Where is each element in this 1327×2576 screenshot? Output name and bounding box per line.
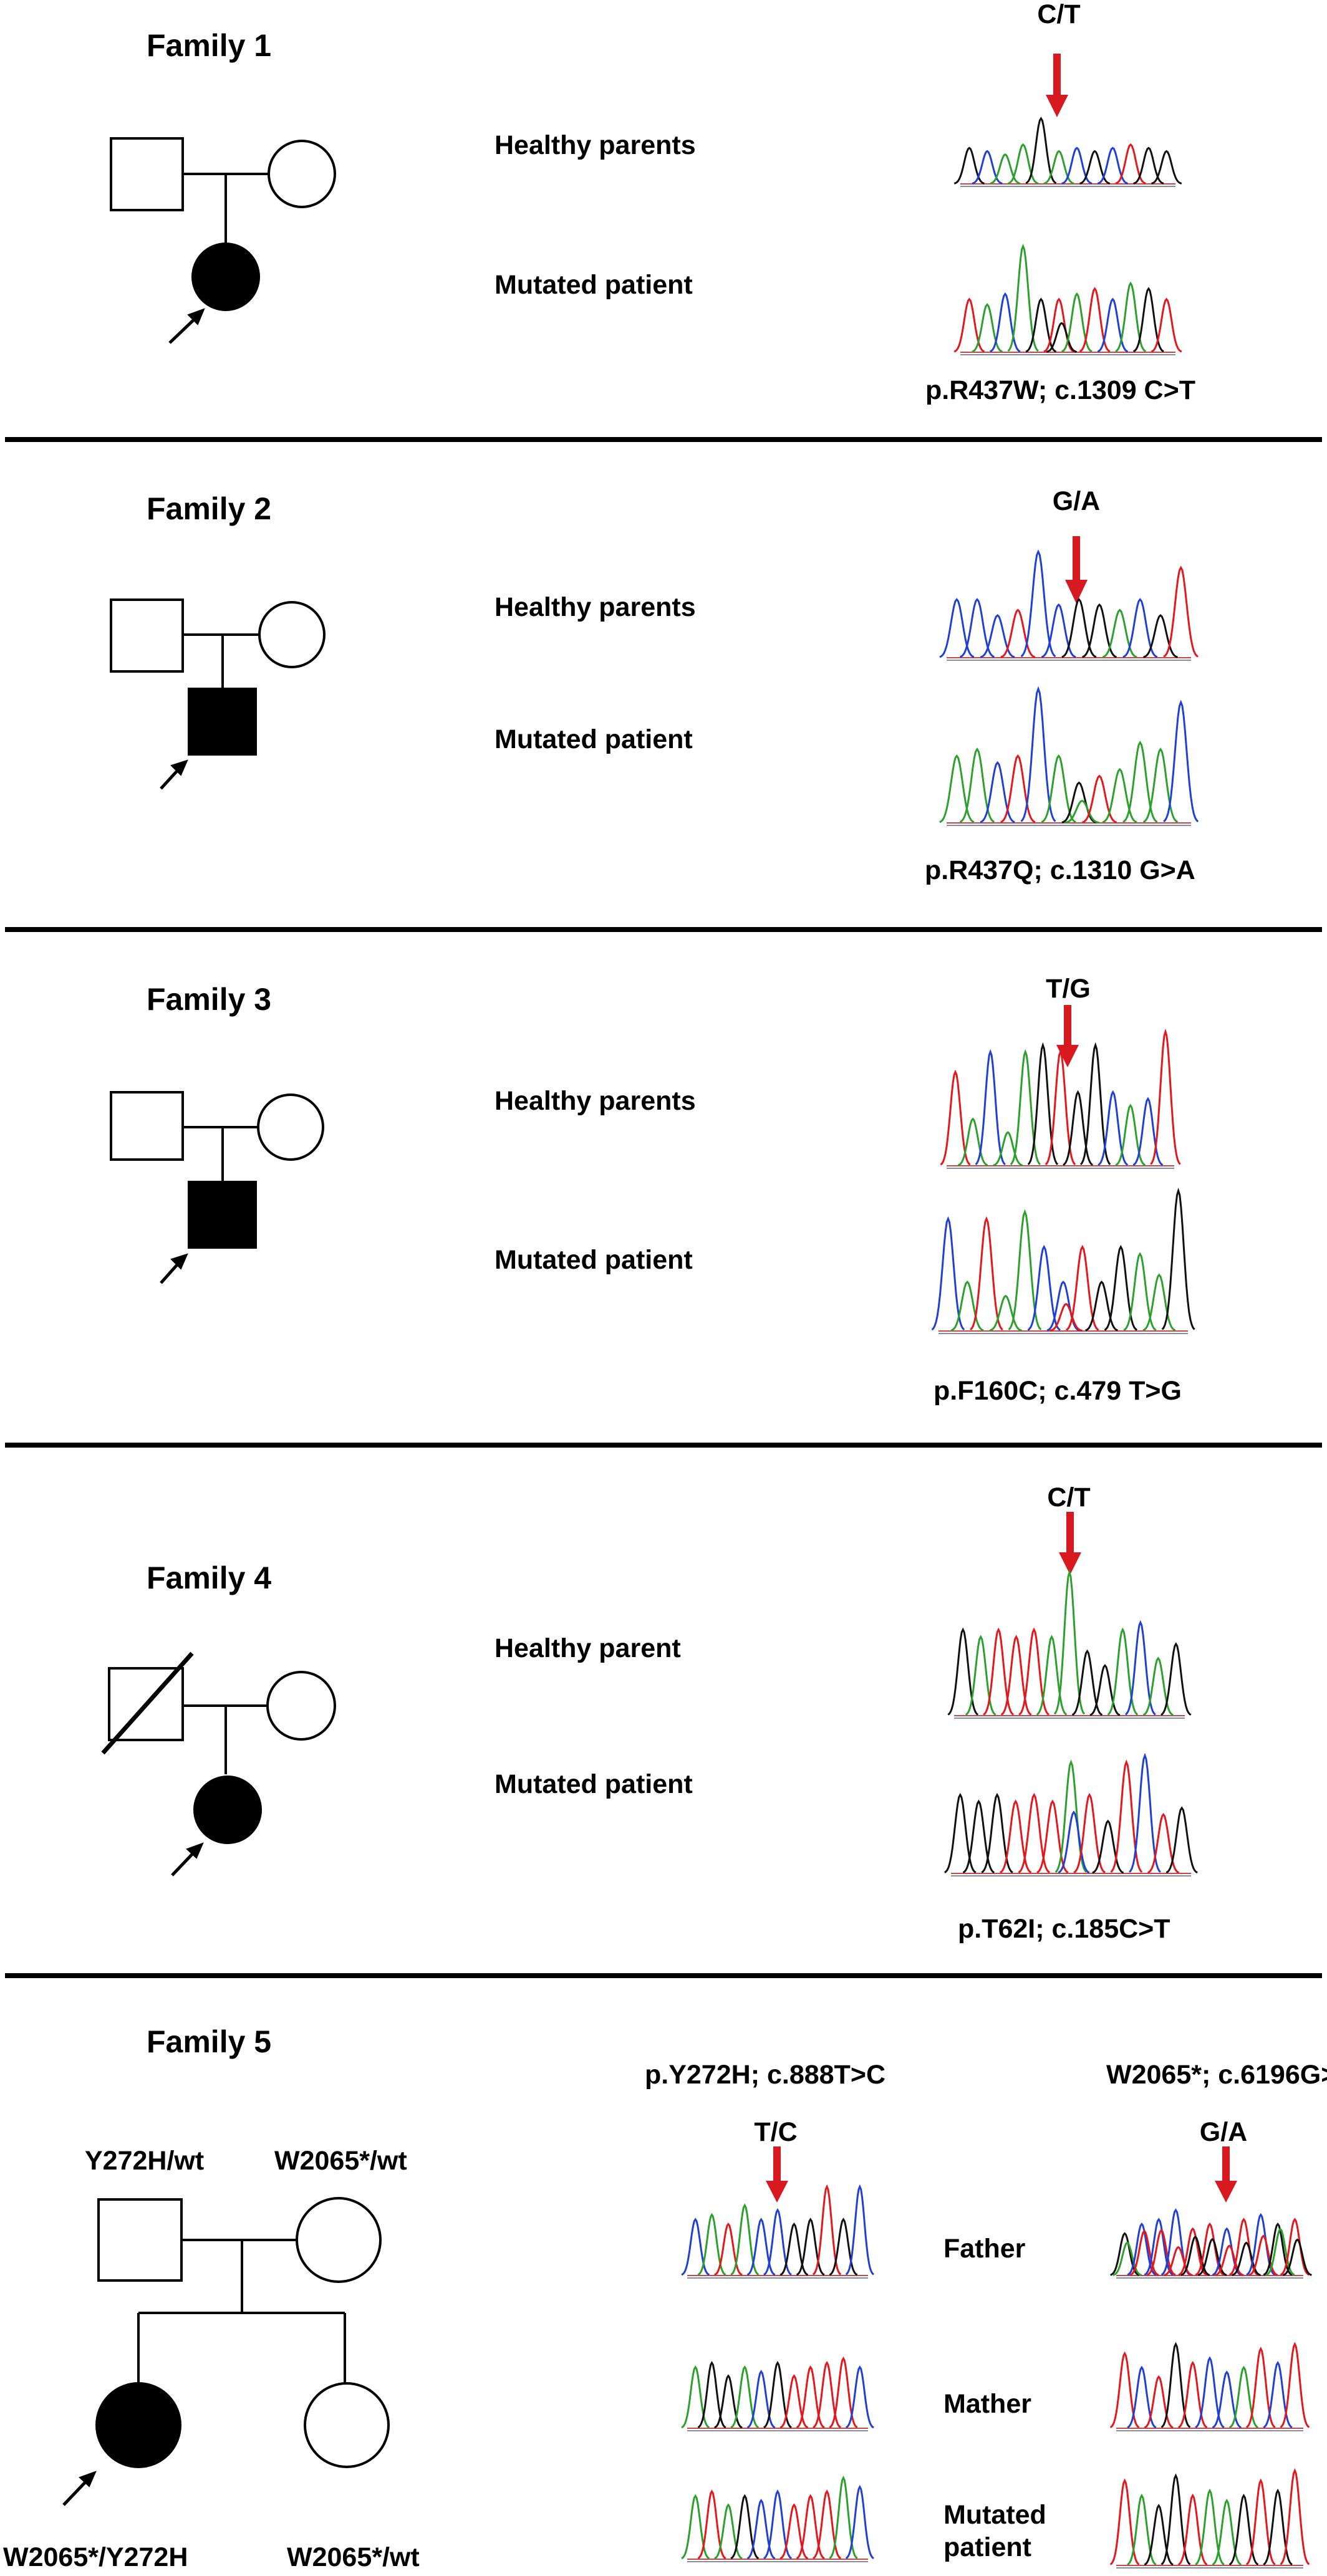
family-4-arrow (1059, 1512, 1081, 1575)
family-2-mutation: p.R437Q; c.1310 G>A (925, 855, 1195, 885)
family-5-allele-right: G/A (1200, 2117, 1247, 2147)
family-1-chromatogram-patient (953, 243, 1182, 355)
family-2-chromatogram-parents (939, 549, 1199, 661)
family-2-pedigree (110, 598, 326, 790)
family-5-chromatogram-father-left (681, 2184, 874, 2279)
proband-arrowhead (187, 308, 205, 325)
family-1-title: Family 1 (147, 28, 271, 63)
affected-female-symbol (193, 1776, 262, 1844)
family-1-mutation: p.R437W; c.1309 C>T (925, 375, 1195, 405)
sibling-symbol (304, 2382, 390, 2468)
family-4-allele: C/T (1047, 1483, 1090, 1512)
family-5-allele-left: T/C (754, 2117, 797, 2147)
family-4-title: Family 4 (147, 1560, 271, 1595)
mother-symbol (257, 1093, 324, 1161)
family-2-chromatogram-patient (939, 686, 1199, 826)
genotype-sibling: W2065*/wt (287, 2542, 420, 2572)
row-label-mutated: Mutated (943, 2500, 1046, 2530)
mother-symbol (296, 2197, 382, 2283)
row-label-patient: patient (943, 2532, 1031, 2562)
mother-symbol (258, 601, 326, 668)
family-3-mutation: p.F160C; c.479 T>G (934, 1376, 1182, 1406)
row-label-mother: Mather (943, 2389, 1031, 2419)
family-1-allele: C/T (1037, 0, 1080, 29)
family-4-label-patient: Mutated patient (495, 1769, 693, 1799)
mother-symbol (266, 1671, 336, 1741)
family-1-label-patient: Mutated patient (495, 270, 693, 300)
family-2-arrow (1065, 536, 1088, 603)
affected-male-symbol (188, 688, 257, 756)
family-2-title: Family 2 (147, 491, 271, 526)
divider-2 (5, 927, 1322, 932)
family-5-chromatogram-mother-right (1109, 2342, 1310, 2431)
family-5-panel: Family 5 Y272H/wt W2065*/wt W2065*/Y272H… (3, 2024, 1327, 2572)
deceased-slash (101, 1651, 194, 1755)
genotype-mother: W2065*/wt (274, 2146, 407, 2176)
father-symbol (110, 137, 184, 211)
family-3-chromatogram-parents (940, 1028, 1181, 1169)
family-2-label-patient: Mutated patient (495, 724, 693, 754)
family-5-pedigree (62, 2197, 390, 2506)
father-symbol (110, 1091, 184, 1161)
family-5-chromatogram-patient-left (681, 2475, 874, 2562)
family-4-pedigree (101, 1651, 336, 1877)
affected-male-symbol (188, 1181, 257, 1249)
divider-3 (5, 1443, 1322, 1448)
family-3-allele: T/G (1046, 974, 1091, 1004)
family-1-label-parents: Healthy parents (495, 130, 696, 160)
family-3-pedigree (110, 1091, 324, 1284)
genotype-proband: W2065*/Y272H (3, 2542, 188, 2572)
family-4-mutation: p.T62I; c.185C>T (958, 1914, 1170, 1944)
family-5-chromatogram-patient-right (1109, 2468, 1310, 2569)
family-4-label-parent: Healthy parent (495, 1633, 681, 1663)
family-3-label-patient: Mutated patient (495, 1245, 693, 1275)
affected-female-symbol (191, 243, 260, 311)
family-3-label-parents: Healthy parents (495, 1086, 696, 1116)
genotype-father: Y272H/wt (85, 2146, 204, 2176)
family-1-pedigree (110, 137, 336, 344)
family-1-arrow (1046, 54, 1068, 117)
family-2-label-parents: Healthy parents (495, 592, 696, 622)
father-symbol (97, 2198, 183, 2282)
row-label-father: Father (943, 2234, 1026, 2264)
family-1-panel: Family 1 Healthy parents Mutated patient… (110, 0, 1195, 405)
mother-symbol (268, 140, 336, 208)
family-5-arrow-left (766, 2146, 788, 2203)
family-2-panel: Family 2 Healthy parents Mutated patient… (110, 486, 1199, 885)
family-3-chromatogram-patient (931, 1187, 1195, 1334)
family-1-chromatogram-parents (953, 117, 1182, 187)
family-3-title: Family 3 (147, 982, 271, 1017)
family-4-chromatogram-parent (947, 1569, 1192, 1719)
family-5-chromatogram-father-right (1110, 2208, 1312, 2279)
dividers (5, 437, 1322, 1978)
family-3-panel: Family 3 Healthy parents Mutated patient… (110, 974, 1195, 1406)
family-4-chromatogram-patient (944, 1752, 1198, 1877)
proband-arrowhead (170, 759, 188, 776)
divider-1 (5, 437, 1322, 442)
family-5-title: Family 5 (147, 2024, 271, 2059)
family-2-allele: G/A (1053, 486, 1100, 516)
proband-arrowhead (170, 1253, 188, 1270)
proband-arrowhead (79, 2471, 97, 2487)
affected-female-symbol (95, 2382, 181, 2468)
family-5-mutation-left: p.Y272H; c.888T>C (645, 2060, 885, 2090)
family-4-panel: Family 4 Healthy parent Mutated patient … (101, 1483, 1198, 1944)
family-5-arrow-right (1215, 2146, 1237, 2203)
father-symbol (110, 598, 184, 673)
proband-arrowhead (186, 1842, 204, 1859)
divider-4 (5, 1973, 1322, 1978)
family-5-chromatogram-mother-left (681, 2356, 874, 2431)
family-3-arrow (1056, 1005, 1079, 1067)
family-5-mutation-right: W2065*; c.6196G>A (1106, 2060, 1327, 2090)
